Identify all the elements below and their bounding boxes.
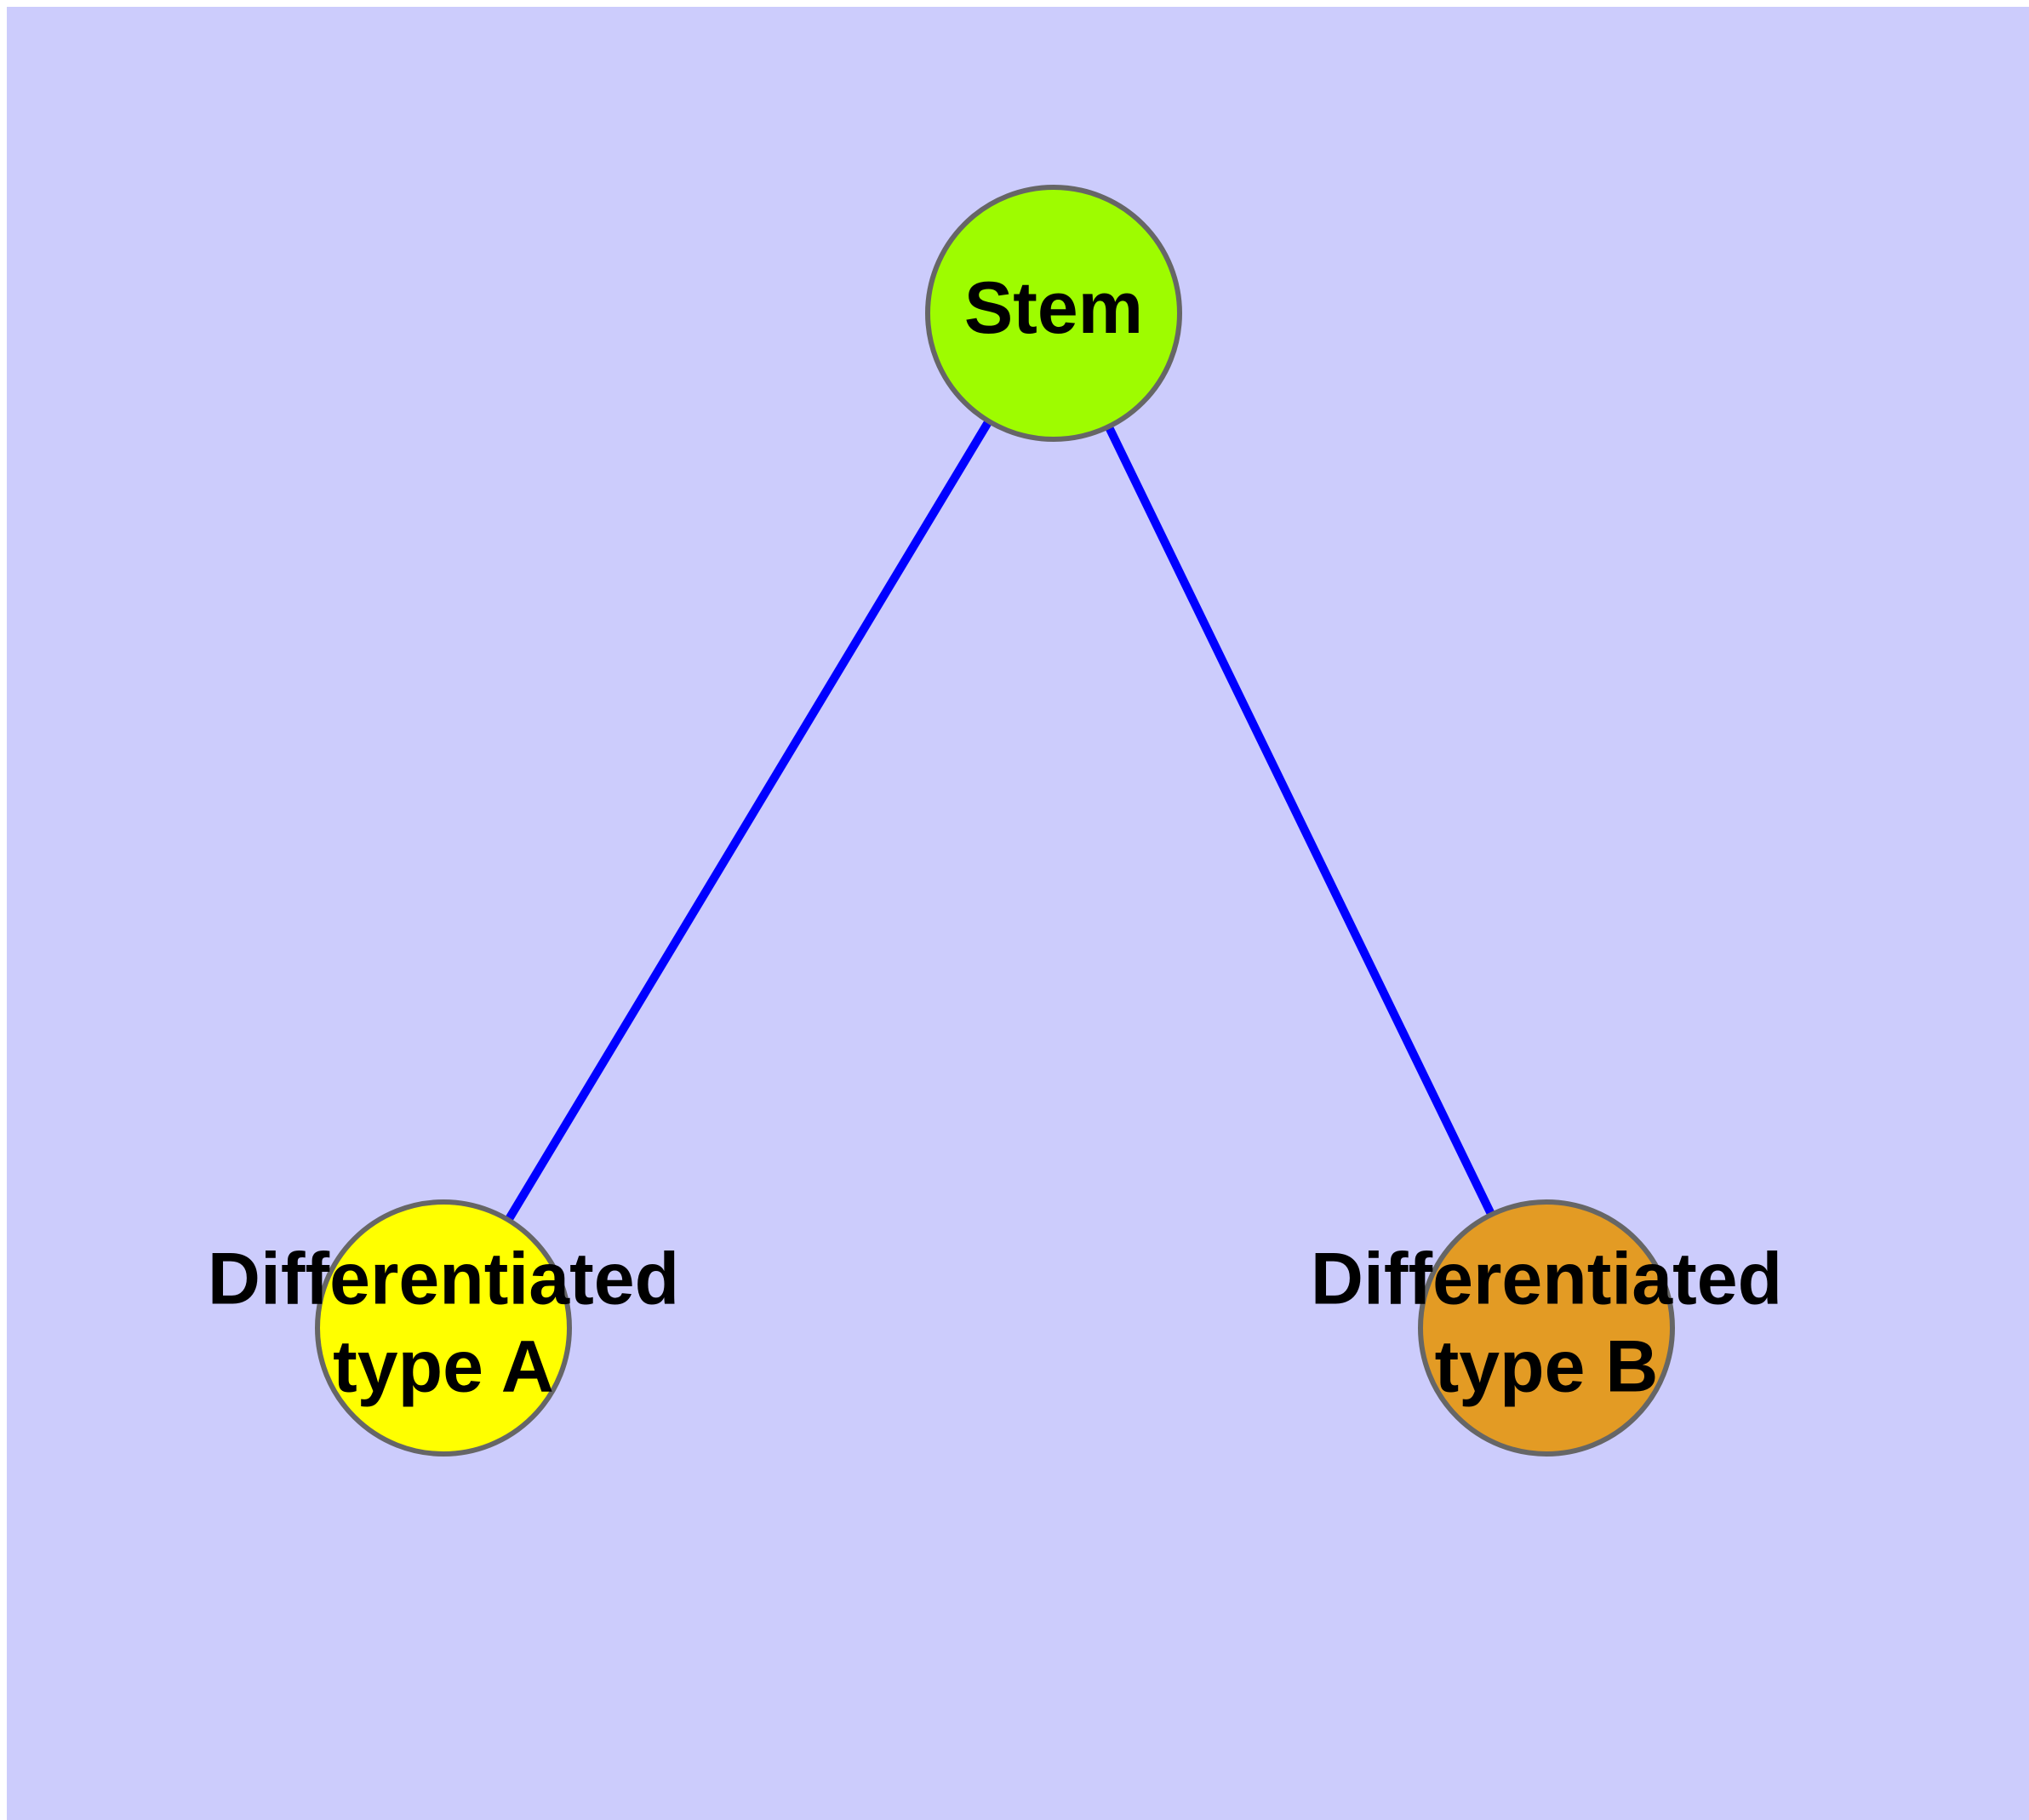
node-label-line: Differentiated xyxy=(208,1238,679,1319)
node-label-line: type A xyxy=(333,1325,554,1407)
edge-stem-to-differentiated-type-b[interactable] xyxy=(1105,424,1495,1217)
node-label-line: Stem xyxy=(964,267,1143,349)
edges-layer xyxy=(505,419,1495,1222)
node-stem-circle[interactable] xyxy=(925,185,1182,442)
node-label-line: type B xyxy=(1435,1325,1659,1407)
node-differentiated-type-b-circle[interactable] xyxy=(1418,1199,1675,1457)
edge-stem-to-differentiated-type-a[interactable] xyxy=(505,419,992,1222)
node-stem-label: Stem xyxy=(964,267,1143,349)
node-label-line: Differentiated xyxy=(1311,1238,1782,1319)
node-differentiated-type-a-circle[interactable] xyxy=(315,1199,572,1457)
nodes-layer xyxy=(315,185,1675,1457)
